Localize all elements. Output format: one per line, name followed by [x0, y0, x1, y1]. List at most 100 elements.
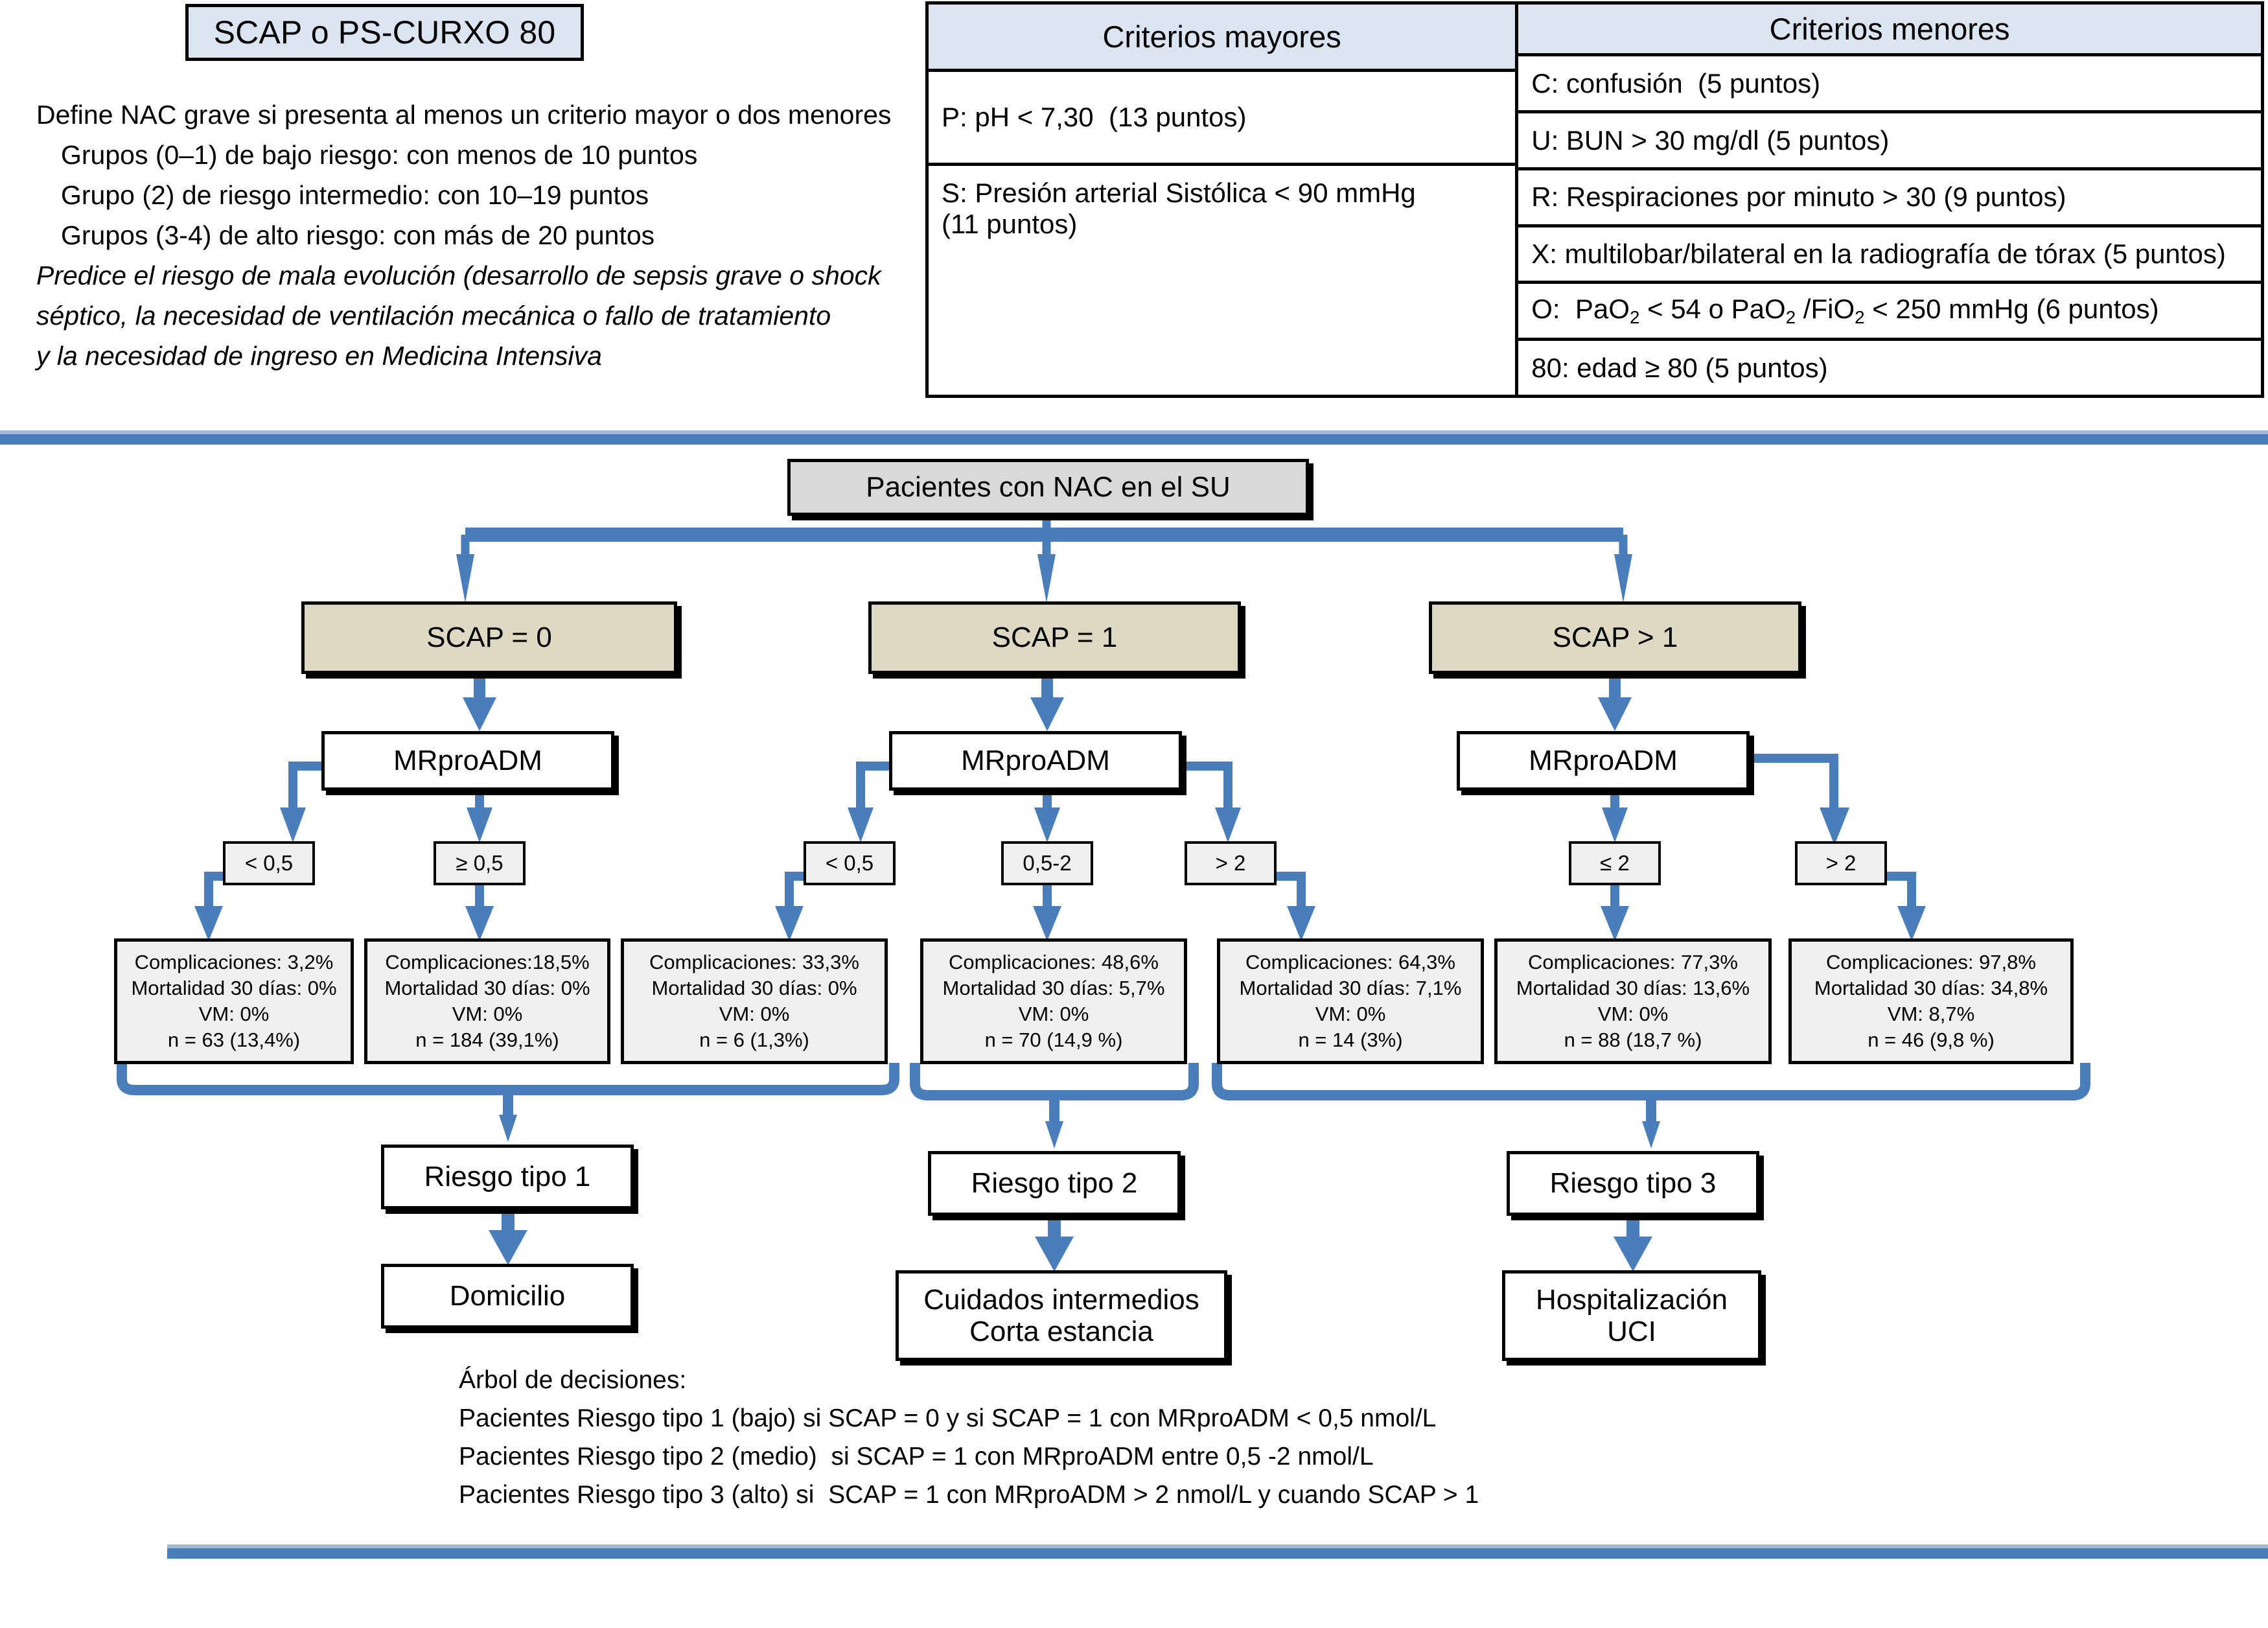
- outcome-vm-0: VM: 0%: [198, 1003, 270, 1025]
- outcome-complicaciones-0: Complicaciones: 3,2%: [134, 951, 334, 973]
- outcome-box-2[interactable]: Complicaciones: 33,3% Mortalidad 30 días…: [621, 938, 888, 1064]
- flow-threshold-4[interactable]: > 2: [1185, 841, 1277, 885]
- criteria-cell-0-1: S: Presión arterial Sistólica < 90 mmHg(…: [942, 178, 1416, 239]
- outcome-box-6[interactable]: Complicaciones: 97,8% Mortalidad 30 días…: [1788, 938, 2074, 1064]
- disposition-line2-2: UCI: [1607, 1316, 1656, 1347]
- flow-threshold-3[interactable]: 0,5-2: [1001, 841, 1093, 885]
- risk-node-1[interactable]: Riesgo tipo 2: [928, 1151, 1181, 1216]
- outcome-complicaciones-6: Complicaciones: 97,8%: [1826, 951, 2036, 973]
- outcome-mortalidad-1: Mortalidad 30 días: 0%: [384, 977, 590, 999]
- description-line-6: y la necesidad de ingreso en Medicina In…: [36, 341, 602, 371]
- decision-tree-note: Árbol de decisiones: Pacientes Riesgo tip…: [459, 1361, 1884, 1514]
- outcome-n-1: n = 184 (39,1%): [415, 1029, 559, 1051]
- outcome-box-5[interactable]: Complicaciones: 77,3% Mortalidad 30 días…: [1494, 938, 1772, 1064]
- flow-scap-label-0: SCAP = 0: [426, 622, 552, 654]
- flow-root-node[interactable]: Pacientes con NAC en el SU: [787, 459, 1309, 516]
- description-line-4: Predice el riesgo de mala evolución (des…: [36, 261, 881, 290]
- outcome-mortalidad-0: Mortalidad 30 días: 0%: [131, 977, 337, 999]
- figure-footnote: NAC: neumonía adquirida en la comunidad;…: [167, 1563, 2260, 1628]
- disposition-node-1[interactable]: Cuidados intermedios Corta estancia: [896, 1270, 1227, 1361]
- outcome-box-3[interactable]: Complicaciones: 48,6% Mortalidad 30 días…: [920, 938, 1187, 1064]
- description-line-1: Grupos (0–1) de bajo riesgo: con menos d…: [61, 140, 698, 170]
- outcome-vm-4: VM: 0%: [1315, 1003, 1386, 1025]
- outcome-mortalidad-2: Mortalidad 30 días: 0%: [651, 977, 857, 999]
- description-line-5: séptico, la necesidad de ventilación mec…: [36, 301, 831, 331]
- flow-scap-node-2[interactable]: SCAP > 1: [1429, 601, 1801, 674]
- scap-description: Define NAC grave si presenta al menos un…: [36, 95, 898, 376]
- risk-node-0[interactable]: Riesgo tipo 1: [381, 1145, 634, 1209]
- flow-threshold-label-0: < 0,5: [244, 851, 294, 875]
- disposition-node-0[interactable]: Domicilio: [381, 1264, 634, 1329]
- flow-scap-label-1: SCAP = 1: [991, 622, 1118, 654]
- outcome-box-4[interactable]: Complicaciones: 64,3% Mortalidad 30 días…: [1217, 938, 1484, 1064]
- outcome-mortalidad-4: Mortalidad 30 días: 7,1%: [1239, 977, 1462, 999]
- flow-threshold-label-6: > 2: [1825, 851, 1857, 875]
- outcome-n-4: n = 14 (3%): [1298, 1029, 1403, 1051]
- decision-tree-line-0: Árbol de decisiones:: [459, 1366, 687, 1394]
- flow-threshold-0[interactable]: < 0,5: [223, 841, 315, 885]
- risk-node-2[interactable]: Riesgo tipo 3: [1507, 1151, 1759, 1216]
- flow-biomarker-node-1[interactable]: MRproADM: [889, 731, 1182, 791]
- divider-rule-bottom: [167, 1548, 2268, 1559]
- outcome-n-6: n = 46 (9,8 %): [1868, 1029, 1995, 1051]
- criteria-cell-1-3: X: multilobar/bilateral en la radiografí…: [1518, 227, 2261, 285]
- criteria-cell-1-2: R: Respiraciones por minuto > 30 (9 punt…: [1518, 170, 2261, 227]
- flow-threshold-label-4: > 2: [1215, 851, 1246, 875]
- flow-biomarker-node-2[interactable]: MRproADM: [1457, 731, 1750, 791]
- criteria-cell-1-0: C: confusión (5 puntos): [1518, 56, 2261, 114]
- flow-threshold-1[interactable]: ≥ 0,5: [434, 841, 526, 885]
- risk-label-0: Riesgo tipo 1: [424, 1161, 591, 1193]
- flow-scap-node-0[interactable]: SCAP = 0: [301, 601, 677, 674]
- flow-threshold-label-2: < 0,5: [825, 851, 874, 875]
- disposition-line1-0: Domicilio: [449, 1280, 566, 1312]
- outcome-complicaciones-3: Complicaciones: 48,6%: [949, 951, 1159, 973]
- outcome-complicaciones-4: Complicaciones: 64,3%: [1245, 951, 1455, 973]
- flow-scap-label-2: SCAP > 1: [1552, 622, 1678, 654]
- outcome-n-0: n = 63 (13,4%): [167, 1029, 301, 1051]
- flow-threshold-6[interactable]: > 2: [1795, 841, 1887, 885]
- disposition-node-2[interactable]: Hospitalización UCI: [1502, 1270, 1761, 1361]
- title-chip: SCAP o PS-CURXO 80: [185, 4, 584, 61]
- criteria-cell-0-0: P: pH < 7,30 (13 puntos): [929, 72, 1516, 166]
- title-chip-label: SCAP o PS-CURXO 80: [213, 14, 556, 51]
- rule-shadow-top: [0, 430, 2268, 437]
- flow-threshold-label-3: 0,5-2: [1023, 851, 1072, 875]
- flow-biomarker-node-0[interactable]: MRproADM: [321, 731, 614, 791]
- divider-rule-top: [0, 434, 2268, 445]
- description-line-0: Define NAC grave si presenta al menos un…: [36, 100, 892, 130]
- outcome-mortalidad-3: Mortalidad 30 días: 5,7%: [942, 977, 1165, 999]
- outcome-n-2: n = 6 (1,3%): [699, 1029, 809, 1051]
- outcome-complicaciones-1: Complicaciones:18,5%: [385, 951, 590, 973]
- outcome-mortalidad-6: Mortalidad 30 días: 34,8%: [1814, 977, 2048, 999]
- criteria-cell-1-4: O: PaO2 < 54 o PaO2 /FiO2 < 250 mmHg (6 …: [1518, 284, 2261, 342]
- description-line-2: Grupo (2) de riesgo intermedio: con 10–1…: [61, 180, 649, 210]
- description-line-3: Grupos (3-4) de alto riesgo: con más de …: [61, 220, 655, 250]
- criteria-cell-1-1: U: BUN > 30 mg/dl (5 puntos): [1518, 113, 2261, 170]
- flow-threshold-2[interactable]: < 0,5: [804, 841, 896, 885]
- outcome-box-1[interactable]: Complicaciones:18,5% Mortalidad 30 días:…: [364, 938, 610, 1064]
- decision-tree-line-3: Pacientes Riesgo tipo 3 (alto) si SCAP =…: [459, 1481, 1479, 1509]
- flow-root-label: Pacientes con NAC en el SU: [866, 471, 1231, 504]
- criteria-cell-1-5: 80: edad ≥ 80 (5 puntos): [1531, 352, 1828, 383]
- outcome-vm-1: VM: 0%: [452, 1003, 523, 1025]
- outcome-complicaciones-2: Complicaciones: 33,3%: [649, 951, 859, 973]
- flow-scap-node-1[interactable]: SCAP = 1: [868, 601, 1241, 674]
- outcome-vm-5: VM: 0%: [1597, 1003, 1669, 1025]
- disposition-line1-1: Cuidados intermedios: [923, 1283, 1199, 1316]
- criteria-column-header-1: Criterios menores: [1518, 5, 2261, 57]
- outcome-vm-2: VM: 0%: [719, 1003, 790, 1025]
- flow-biomarker-label-2: MRproADM: [1529, 745, 1678, 777]
- decision-tree-line-1: Pacientes Riesgo tipo 1 (bajo) si SCAP =…: [459, 1404, 1437, 1432]
- decision-tree-line-2: Pacientes Riesgo tipo 2 (medio) si SCAP …: [459, 1443, 1374, 1471]
- criteria-column-header-0: Criterios mayores: [929, 5, 1516, 72]
- disposition-line1-2: Hospitalización: [1536, 1283, 1728, 1316]
- outcome-box-0[interactable]: Complicaciones: 3,2% Mortalidad 30 días:…: [114, 938, 354, 1064]
- flow-threshold-5[interactable]: ≤ 2: [1569, 841, 1661, 885]
- outcome-vm-3: VM: 0%: [1018, 1003, 1089, 1025]
- risk-label-2: Riesgo tipo 3: [1549, 1167, 1717, 1200]
- outcome-mortalidad-5: Mortalidad 30 días: 13,6%: [1516, 977, 1750, 999]
- outcome-complicaciones-5: Complicaciones: 77,3%: [1528, 951, 1738, 973]
- risk-label-1: Riesgo tipo 2: [971, 1167, 1138, 1200]
